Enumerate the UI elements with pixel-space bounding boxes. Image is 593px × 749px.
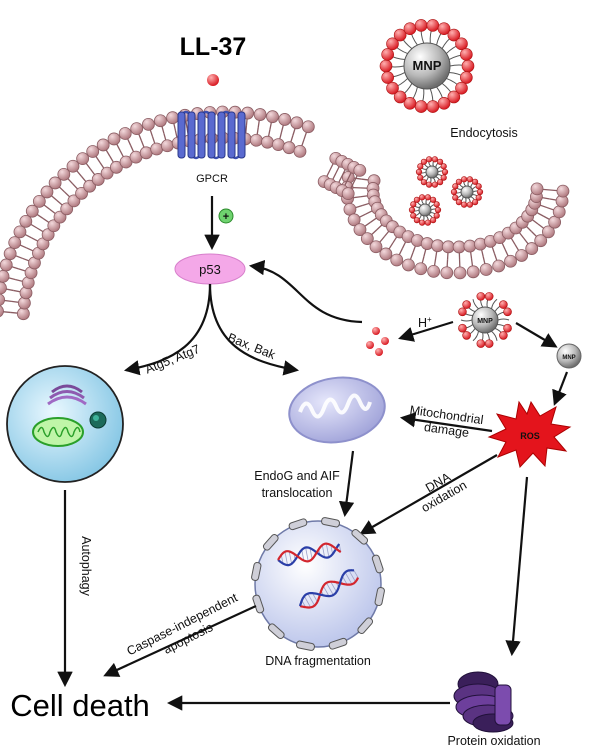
mito-damage-label-2: damage <box>423 420 470 440</box>
nucleus-dna-fragmentation <box>251 517 385 651</box>
ros-to-nucleus-arrow <box>359 454 498 535</box>
endog-label-1: EndoG and AIF <box>254 469 340 483</box>
ros-burst <box>487 400 572 469</box>
h-plus-label: H+ <box>418 315 432 330</box>
nucleus-to-death-arrow <box>103 605 257 677</box>
autophagy-label: Autophagy <box>79 536 93 597</box>
ll37-peptide-dot <box>207 74 219 86</box>
proton-dots <box>366 327 389 356</box>
mnp-to-ros-arrow <box>552 371 569 406</box>
gpcr-receptor-icon <box>177 110 246 160</box>
mitochondrion <box>288 376 386 444</box>
mnp-mid-label: MNP <box>477 318 493 325</box>
p53-label: p53 <box>199 262 221 277</box>
activation-plus-badge <box>218 208 234 224</box>
cell-membrane <box>0 105 570 321</box>
endocytosis-label: Endocytosis <box>450 126 517 140</box>
cell-death-label: Cell death <box>10 688 150 723</box>
endocytic-vesicles <box>408 156 484 226</box>
protons-to-p53-arrow <box>248 259 363 324</box>
ros-label: ROS <box>520 431 540 441</box>
atg-label: Atg5, Atg7 <box>143 342 202 377</box>
ros-to-proteasome-arrow <box>505 476 529 657</box>
p53-to-autophagy-cell-arrow <box>123 283 212 376</box>
proteasome-icon <box>453 671 514 733</box>
mnp-to-protons-arrow <box>398 320 454 342</box>
mnp-large-label: MNP <box>413 58 442 73</box>
mnp-to-bare-mnp-arrow <box>515 322 558 348</box>
ll37-title: LL-37 <box>180 33 247 61</box>
bare-mnp-core <box>556 343 582 369</box>
mnp-nanoparticle-large <box>379 19 475 113</box>
protein-oxidation-label: Protein oxidation <box>447 734 540 748</box>
autophagic-cell <box>6 365 124 483</box>
gpcr-label: GPCR <box>196 173 228 185</box>
dna-fragmentation-label: DNA fragmentation <box>265 654 371 668</box>
endog-label-2: translocation <box>262 486 333 500</box>
p53-to-mito-arrow <box>208 283 300 376</box>
activation-plus-text: + <box>223 211 229 223</box>
mnp-nanoparticle-degrading <box>458 292 512 348</box>
ros-to-mito-arrow <box>399 412 493 433</box>
mito-to-nucleus-arrow <box>338 450 355 518</box>
mnp-small-label: MNP <box>562 355 575 361</box>
